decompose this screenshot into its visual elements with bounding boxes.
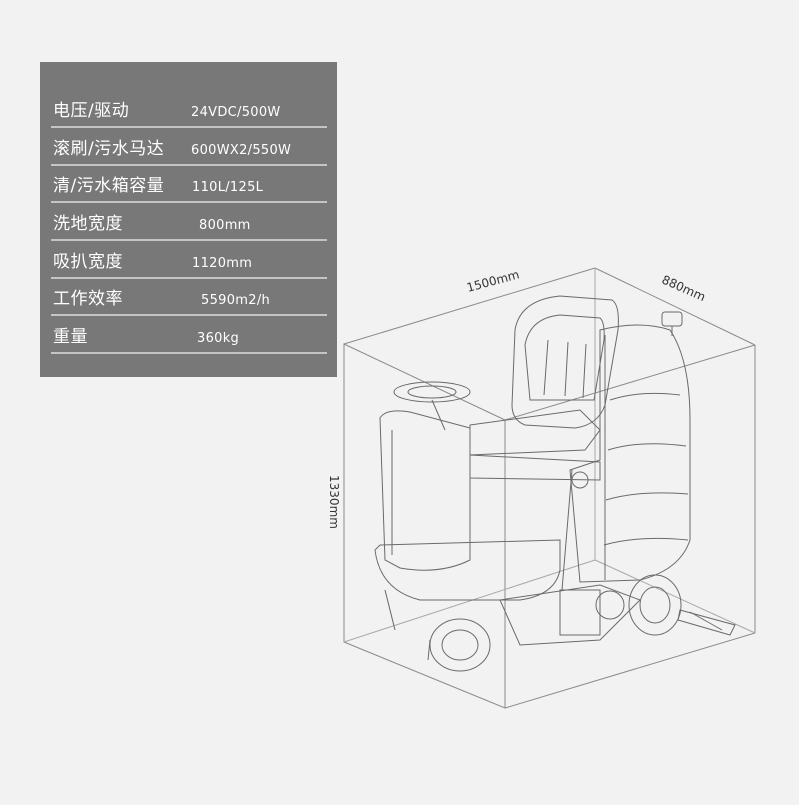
spec-label: 滚刷/污水马达: [53, 139, 165, 159]
spec-row-weight: 重量 360kg: [51, 314, 327, 354]
spec-row-squeegee-width: 吸扒宽度 1120mm: [51, 239, 327, 279]
spec-row-tank-capacity: 清/污水箱容量 110L/125L: [51, 163, 327, 203]
spec-label: 清/污水箱容量: [53, 176, 165, 196]
spec-label: 重量: [53, 327, 88, 347]
spec-label: 吸扒宽度: [53, 252, 123, 272]
length-dimension-label: 1500mm: [465, 267, 521, 294]
spec-row-cleaning-width: 洗地宽度 800mm: [51, 201, 327, 241]
spec-label: 电压/驱动: [53, 101, 130, 121]
spec-row-efficiency: 工作效率 5590m2/h: [51, 276, 327, 316]
spec-value: 1120mm: [192, 256, 253, 271]
spec-value: 5590m2/h: [201, 293, 271, 308]
spec-value: 800mm: [199, 218, 251, 233]
spec-label: 工作效率: [53, 289, 123, 309]
spec-value: 600WX2/550W: [191, 143, 292, 158]
spec-panel: 电压/驱动 24VDC/500W 滚刷/污水马达 600WX2/550W 清/污…: [40, 62, 337, 377]
width-dimension-label: 880mm: [660, 273, 708, 305]
height-dimension-label: 1330mm: [327, 475, 341, 529]
spec-row-voltage: 电压/驱动 24VDC/500W: [51, 88, 327, 128]
spec-value: 360kg: [197, 331, 240, 346]
spec-value: 110L/125L: [192, 180, 264, 195]
spec-value: 24VDC/500W: [191, 105, 281, 120]
dimension-box: [343, 267, 756, 709]
spec-label: 洗地宽度: [53, 214, 123, 234]
spec-row-brush-motor: 滚刷/污水马达 600WX2/550W: [51, 126, 327, 166]
scrubber-machine-illustration: [374, 295, 736, 672]
